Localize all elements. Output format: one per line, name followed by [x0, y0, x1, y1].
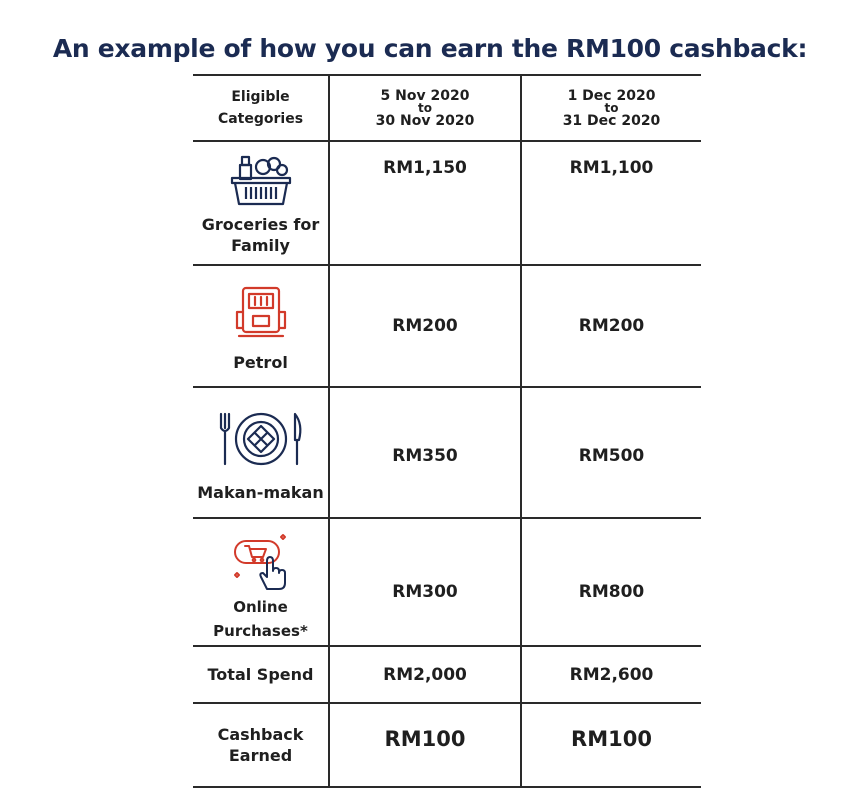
- fuel-pump-icon: [235, 286, 286, 338]
- category-petrol: Petrol: [193, 266, 328, 386]
- header-nov-end: 30 Nov 2020: [375, 112, 475, 129]
- row-divider: [193, 74, 701, 76]
- header-nov-period: 5 Nov 2020 to 30 Nov 2020: [330, 76, 520, 140]
- category-label-line1: Groceries for: [201, 215, 320, 234]
- petrol-nov-value: RM200: [392, 316, 458, 336]
- row-divider: [193, 264, 701, 266]
- header-nov-to: to: [418, 100, 432, 115]
- header-nov-start: 5 Nov 2020: [380, 87, 470, 104]
- cashback-dec-value: RM100: [571, 727, 652, 751]
- row-divider: [193, 645, 701, 647]
- category-label-line2: Purchases*: [213, 622, 308, 640]
- column-divider: [520, 74, 522, 788]
- category-label: Petrol: [233, 353, 288, 372]
- category-label: Makan-makan: [197, 483, 324, 502]
- online-nov-value: RM300: [392, 582, 458, 602]
- groceries-nov-value: RM1,150: [383, 158, 467, 178]
- makan-nov-value: RM350: [392, 446, 458, 466]
- header-categories-line2: Categories: [217, 111, 304, 127]
- row-divider: [193, 702, 701, 704]
- total-dec-value: RM2,600: [569, 664, 654, 685]
- header-dec-period: 1 Dec 2020 to 31 Dec 2020: [522, 76, 701, 140]
- online-dec-value: RM800: [578, 582, 645, 602]
- category-label-line2: Family: [231, 236, 290, 255]
- cashback-nov-value: RM100: [384, 727, 466, 751]
- cashback-label-line1: Cashback: [217, 725, 304, 744]
- column-divider: [328, 74, 330, 788]
- total-nov-value: RM2,000: [383, 664, 467, 685]
- groceries-dec-value: RM1,100: [569, 158, 654, 178]
- cashback-label-line2: Earned: [228, 746, 293, 765]
- row-divider: [193, 140, 701, 142]
- header-dec-start: 1 Dec 2020: [567, 87, 656, 104]
- grocery-basket-icon: [230, 155, 291, 206]
- plate-cutlery-icon: [219, 412, 301, 466]
- header-dec-end: 31 Dec 2020: [562, 112, 661, 129]
- header-dec-to: to: [604, 100, 619, 115]
- header-categories: Eligible Categories: [193, 76, 328, 140]
- total-spend-label: Total Spend: [207, 665, 314, 684]
- cashback-table: Eligible Categories 5 Nov 2020 to 30 Nov…: [193, 74, 701, 790]
- row-divider: [193, 386, 701, 388]
- online-cart-tap-icon: [233, 534, 286, 590]
- category-makan: Makan-makan: [193, 388, 328, 517]
- cashback-label: Cashback Earned: [193, 704, 328, 786]
- category-label-line1: Online: [233, 598, 288, 616]
- category-groceries: Groceries for Family: [193, 142, 328, 264]
- category-online: Online Purchases*: [193, 519, 328, 645]
- row-divider: [193, 786, 701, 788]
- header-categories-line1: Eligible: [231, 89, 290, 105]
- makan-dec-value: RM500: [578, 446, 645, 466]
- row-divider: [193, 517, 701, 519]
- petrol-dec-value: RM200: [578, 316, 645, 336]
- page-title: An example of how you can earn the RM100…: [52, 34, 808, 63]
